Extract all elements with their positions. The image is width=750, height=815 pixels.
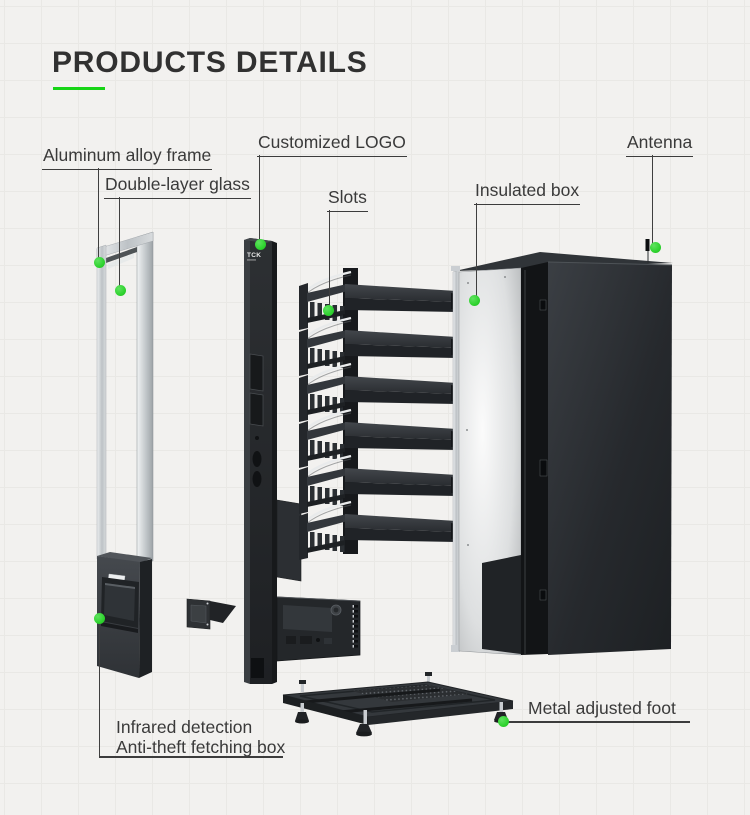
label-double-layer-glass: Double-layer glass bbox=[104, 174, 251, 199]
label-slots: Slots bbox=[327, 187, 368, 212]
label-metal-adjusted-foot: Metal adjusted foot bbox=[528, 698, 676, 718]
callout-dot-double-glass bbox=[114, 284, 126, 296]
callout-dot-aluminum-frame bbox=[93, 256, 105, 268]
insulated-cabinet bbox=[451, 239, 673, 656]
control-board-box bbox=[276, 596, 361, 662]
scanner-window bbox=[249, 353, 264, 392]
base-plate bbox=[282, 672, 514, 737]
callout-dot-metal-foot bbox=[497, 715, 509, 727]
logo-pillar: TCK bbox=[244, 238, 302, 684]
label-infrared-line2: Anti-theft fetching box bbox=[116, 736, 286, 757]
label-insulated-box: Insulated box bbox=[474, 180, 581, 205]
callout-dot-antenna bbox=[649, 241, 661, 253]
side-bracket bbox=[276, 499, 302, 582]
page-title: PRODUCTS DETAILS bbox=[52, 46, 368, 79]
brand-logo-text: TCK bbox=[247, 252, 261, 259]
scanner-window bbox=[249, 392, 264, 427]
connector-aluminum-frame bbox=[98, 168, 100, 262]
connector-metal-foot bbox=[504, 721, 690, 723]
glass-reflection bbox=[108, 253, 134, 269]
title-accent-bar bbox=[53, 87, 105, 90]
label-antenna: Antenna bbox=[626, 132, 694, 157]
security-gate bbox=[96, 231, 154, 678]
connector-infrared-underline bbox=[99, 756, 283, 758]
label-infrared-antitheft: Infrared detection Anti-theft fetching b… bbox=[116, 717, 286, 757]
callout-dot-infrared bbox=[93, 612, 105, 624]
connector-antenna bbox=[652, 155, 654, 247]
connector-double-glass bbox=[119, 197, 121, 290]
gate-base-box bbox=[97, 552, 152, 678]
adjustable-foot bbox=[295, 703, 309, 724]
label-infrared-line1: Infrared detection bbox=[116, 717, 253, 737]
antenna-part bbox=[645, 239, 650, 263]
connector-insulated-box bbox=[476, 203, 478, 300]
connector-slots bbox=[329, 210, 331, 310]
infrared-sensor-bracket bbox=[186, 598, 236, 630]
callout-dot-insulated-box bbox=[468, 294, 480, 306]
callout-dot-slots bbox=[322, 304, 334, 316]
cabinet-front-panel bbox=[548, 262, 672, 655]
callout-dot-customized-logo bbox=[254, 238, 266, 250]
label-customized-logo: Customized LOGO bbox=[257, 132, 407, 157]
adjustable-foot bbox=[356, 710, 372, 737]
connector-infrared bbox=[99, 618, 101, 757]
label-aluminum-alloy-frame: Aluminum alloy frame bbox=[42, 145, 213, 170]
connector-customized-logo bbox=[259, 155, 261, 244]
